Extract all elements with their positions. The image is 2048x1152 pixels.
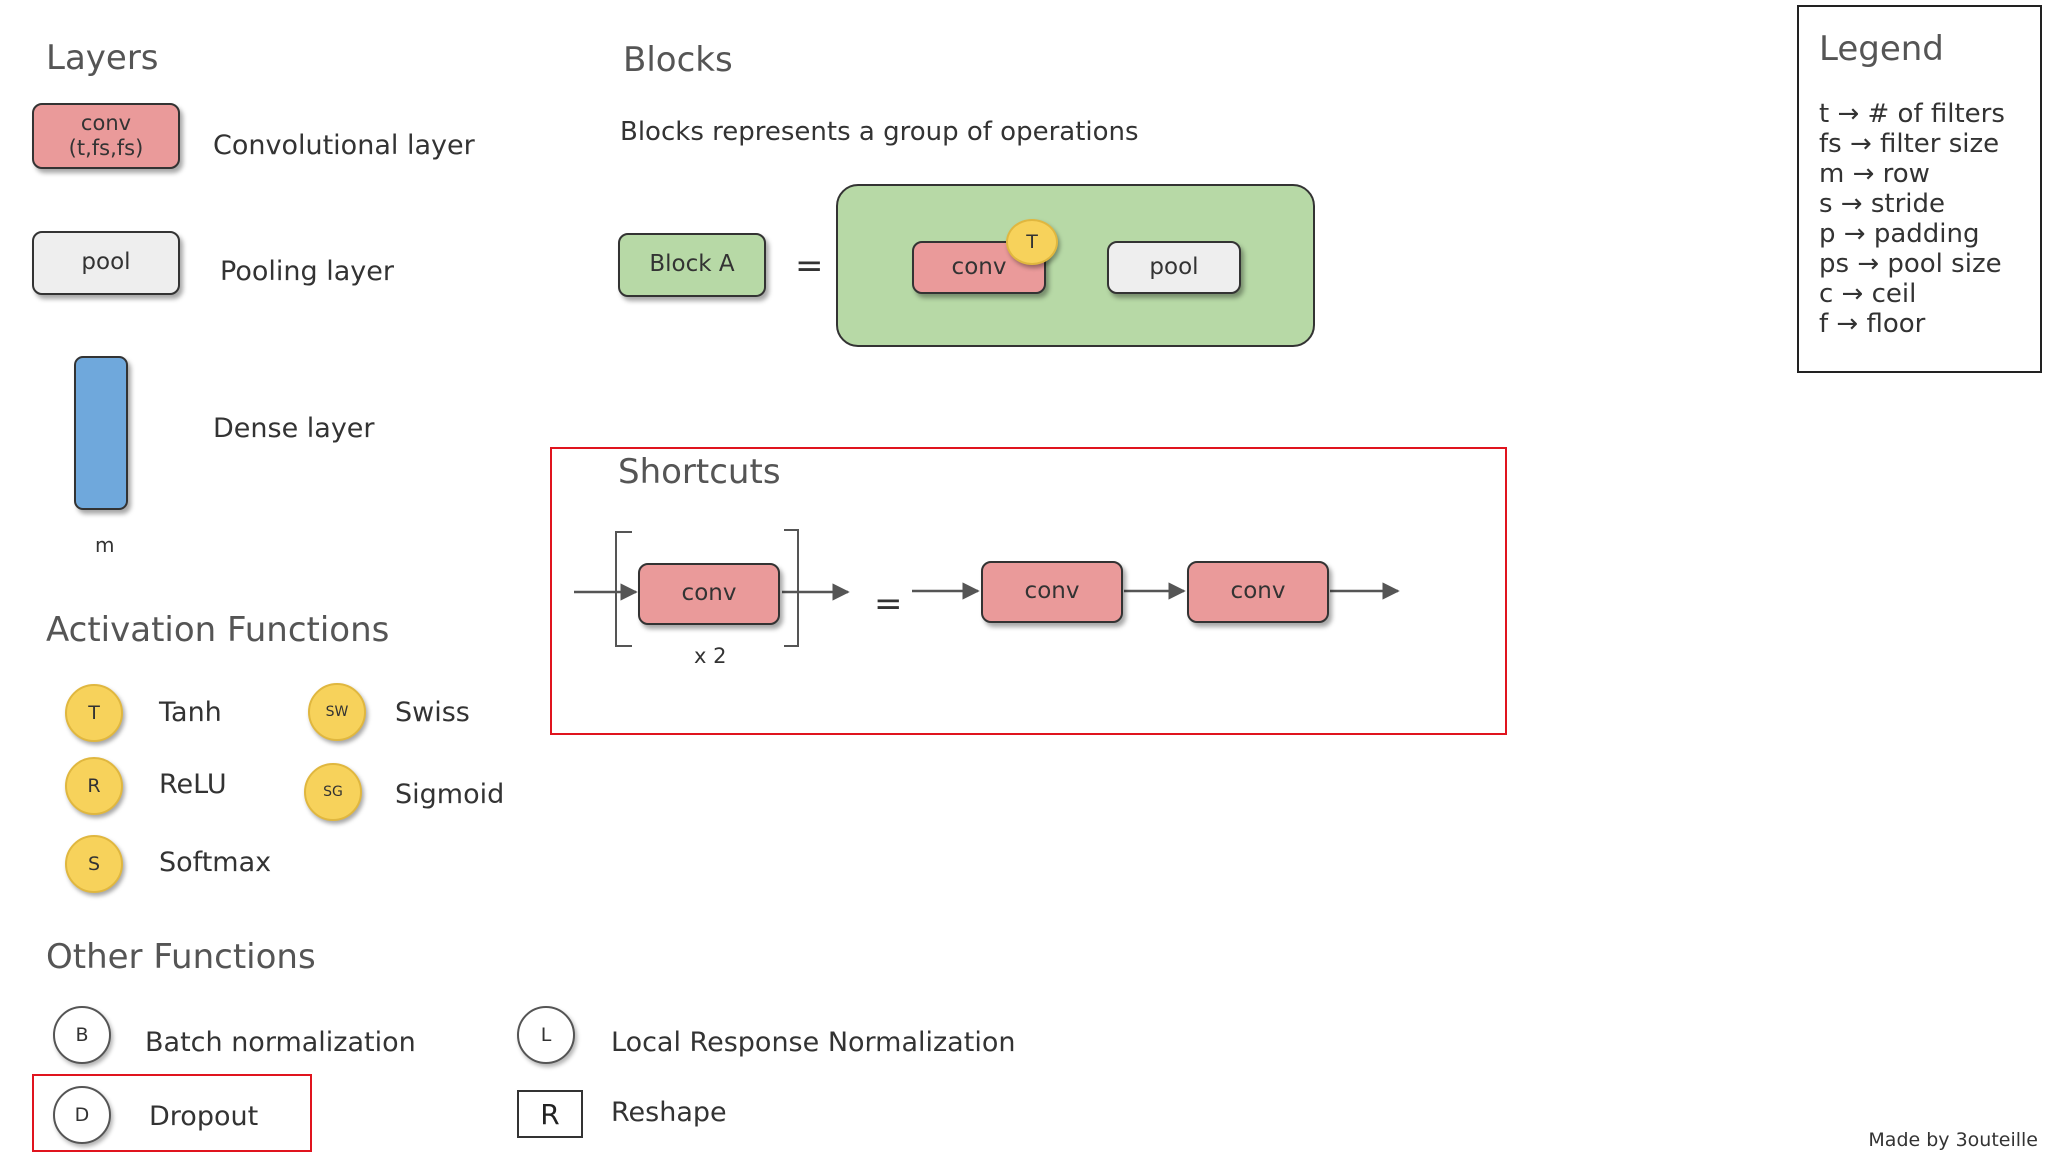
bracket-left xyxy=(615,531,632,647)
legend-list: t → # of filters fs → filter size m → ro… xyxy=(1819,99,2005,339)
dense-layer-caption: m xyxy=(95,533,115,557)
lrn-icon: L xyxy=(517,1006,575,1064)
conv-layer-label: Convolutional layer xyxy=(213,130,475,161)
block-a-expanded xyxy=(836,184,1315,347)
dropout-highlight-frame xyxy=(32,1074,312,1152)
legend-item: c → ceil xyxy=(1819,279,1917,309)
credit-text: Made by 3outeille xyxy=(1868,1129,2038,1151)
conv-layer-box-line2: (t,fs,fs) xyxy=(68,136,144,160)
pool-layer-box: pool xyxy=(32,231,180,295)
legend-item: fs → filter size xyxy=(1819,129,2000,159)
dense-layer-label: Dense layer xyxy=(213,413,375,444)
lrn-label: Local Response Normalization xyxy=(611,1027,1016,1058)
dropout-icon: D xyxy=(53,1086,111,1144)
blocks-equals: = xyxy=(795,246,824,286)
batch-norm-icon: B xyxy=(53,1006,111,1064)
dropout-label: Dropout xyxy=(149,1101,259,1132)
sigmoid-label: Sigmoid xyxy=(395,779,505,810)
reshape-icon: R xyxy=(517,1090,583,1138)
block-pool-box: pool xyxy=(1107,241,1241,294)
swiss-icon: SW xyxy=(308,683,366,741)
shortcut-repeat-label: x 2 xyxy=(694,644,727,668)
legend-item: t → # of filters xyxy=(1819,99,2005,129)
legend-item: p → padding xyxy=(1819,219,1980,249)
shortcuts-heading: Shortcuts xyxy=(618,452,781,492)
tanh-label: Tanh xyxy=(159,697,222,728)
shortcut-expanded-conv-1: conv xyxy=(981,561,1123,623)
legend-box: Legend t → # of filters fs → filter size… xyxy=(1797,5,2042,373)
shortcut-conv-box: conv xyxy=(638,563,780,625)
batch-norm-label: Batch normalization xyxy=(145,1027,416,1058)
blocks-heading: Blocks xyxy=(623,40,733,80)
block-tanh-activation: T xyxy=(1006,219,1058,265)
pool-layer-label: Pooling layer xyxy=(220,256,394,287)
legend-item: f → floor xyxy=(1819,309,1926,339)
shortcuts-equals: = xyxy=(874,584,903,624)
reshape-label: Reshape xyxy=(611,1097,727,1128)
swiss-label: Swiss xyxy=(395,697,470,728)
dense-layer-box xyxy=(74,356,128,510)
legend-item: s → stride xyxy=(1819,189,1946,219)
bracket-right xyxy=(784,529,799,647)
shortcut-expanded-conv-2: conv xyxy=(1187,561,1329,623)
sigmoid-icon: SG xyxy=(304,763,362,821)
legend-item: m → row xyxy=(1819,159,1930,189)
activation-functions-heading: Activation Functions xyxy=(46,610,390,650)
tanh-icon: T xyxy=(65,684,123,742)
block-a-box: Block A xyxy=(618,233,766,297)
conv-layer-box: conv (t,fs,fs) xyxy=(32,103,180,169)
legend-heading: Legend xyxy=(1819,29,1944,69)
relu-label: ReLU xyxy=(159,769,227,800)
softmax-icon: S xyxy=(65,835,123,893)
other-functions-heading: Other Functions xyxy=(46,937,316,977)
layers-heading: Layers xyxy=(46,38,159,78)
blocks-description: Blocks represents a group of operations xyxy=(620,117,1139,147)
legend-item: ps → pool size xyxy=(1819,249,2002,279)
shortcuts-highlight-frame xyxy=(550,447,1507,735)
relu-icon: R xyxy=(65,757,123,815)
softmax-label: Softmax xyxy=(159,847,272,878)
conv-layer-box-line1: conv xyxy=(80,110,132,135)
